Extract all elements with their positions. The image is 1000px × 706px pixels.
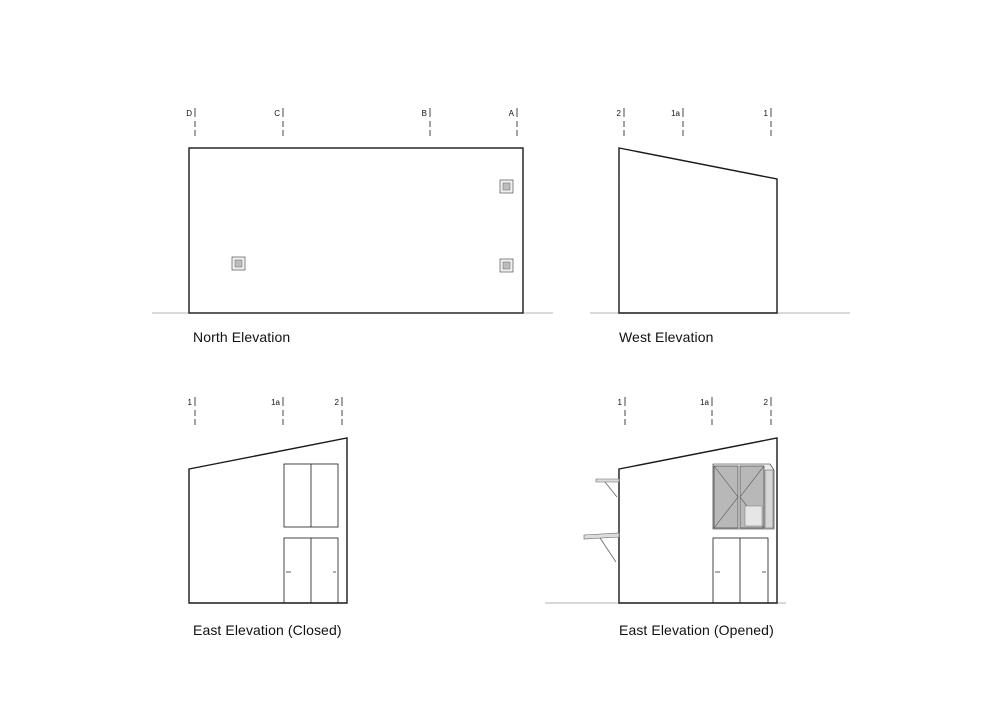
east-closed-elevation-title: East Elevation (Closed) [193,622,342,638]
west-wall-outline [618,147,778,314]
east-opened-elevation-title: East Elevation (Opened) [619,622,774,638]
north-vent-lower-right [499,258,514,273]
east-closed-wall-outline [188,437,348,604]
grid-label-1a: 1a [271,398,280,407]
grid-marker-1a: 1a [700,397,713,426]
north-wall-outline [188,147,524,314]
grid-label-2: 2 [335,398,340,407]
grid-label-2: 2 [764,398,769,407]
west-elevation: 2 1a 1 [590,108,850,314]
west-elevation-title: West Elevation [619,329,714,345]
east-opened-grid-markers: 1 1a 2 [618,397,772,426]
east-closed-elevation: 1 1a 2 [188,397,348,604]
grid-marker-1: 1 [188,397,196,426]
grid-label-1a: 1a [700,398,709,407]
north-vent-upper-right [499,179,514,194]
north-elevation: D C B A [152,108,553,314]
lower-flap-bracket [583,532,620,563]
north-elevation-title: North Elevation [193,329,291,345]
east-closed-grid-markers: 1 1a 2 [188,397,343,426]
grid-marker-1: 1 [618,397,626,426]
grid-label-c: C [274,109,280,118]
grid-marker-2: 2 [335,397,343,426]
east-opened-wall-outline [618,437,778,604]
east-closed-upper-shutters [283,463,339,528]
grid-label-1a: 1a [671,109,680,118]
grid-marker-a: A [509,108,518,137]
grid-marker-d: D [186,108,196,137]
grid-label-1: 1 [764,109,769,118]
west-grid-markers: 2 1a 1 [617,108,772,137]
grid-marker-c: C [274,108,284,137]
grid-marker-1: 1 [764,108,772,137]
grid-label-d: D [186,109,192,118]
grid-label-2: 2 [617,109,622,118]
grid-marker-b: B [422,108,431,137]
grid-marker-2: 2 [617,108,625,137]
grid-label-a: A [509,109,515,118]
north-grid-markers: D C B A [186,108,518,137]
grid-label-b: B [422,109,427,118]
east-opened-elevation: 1 1a 2 [545,397,786,604]
upper-flap-bracket [595,478,620,498]
grid-marker-1a: 1a [671,108,684,137]
north-vent-lower-left [231,256,246,271]
east-closed-door [283,537,339,604]
grid-label-1: 1 [618,398,623,407]
grid-marker-2: 2 [764,397,772,426]
opened-shutter-panels [712,463,775,530]
grid-label-1: 1 [188,398,193,407]
grid-marker-1a: 1a [271,397,284,426]
east-opened-door [712,537,769,604]
